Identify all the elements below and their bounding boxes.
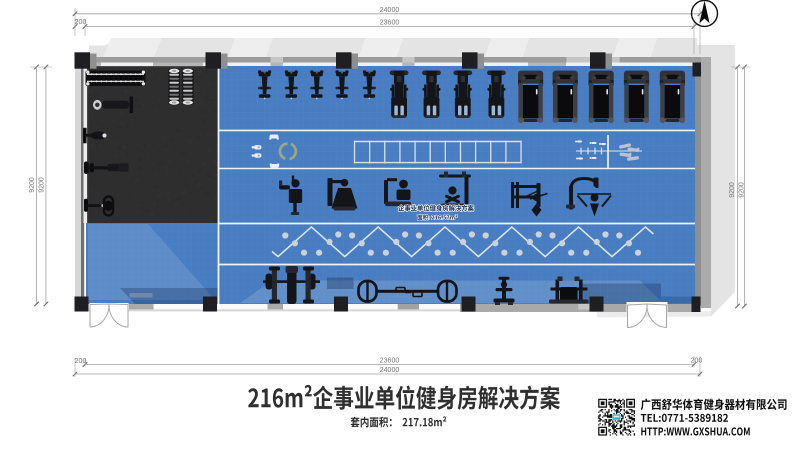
svg-text:23600: 23600 (380, 358, 400, 365)
svg-text:9200: 9200 (729, 182, 736, 198)
svg-text:24000: 24000 (380, 7, 400, 14)
svg-text:9200: 9200 (39, 177, 46, 193)
svg-text:23600: 23600 (380, 20, 400, 27)
svg-text:200: 200 (75, 358, 87, 365)
svg-text:9200: 9200 (739, 182, 746, 198)
svg-text:200: 200 (75, 19, 87, 26)
svg-text:24000: 24000 (380, 367, 400, 374)
svg-text:9200: 9200 (29, 177, 36, 193)
svg-text:200: 200 (691, 358, 703, 365)
